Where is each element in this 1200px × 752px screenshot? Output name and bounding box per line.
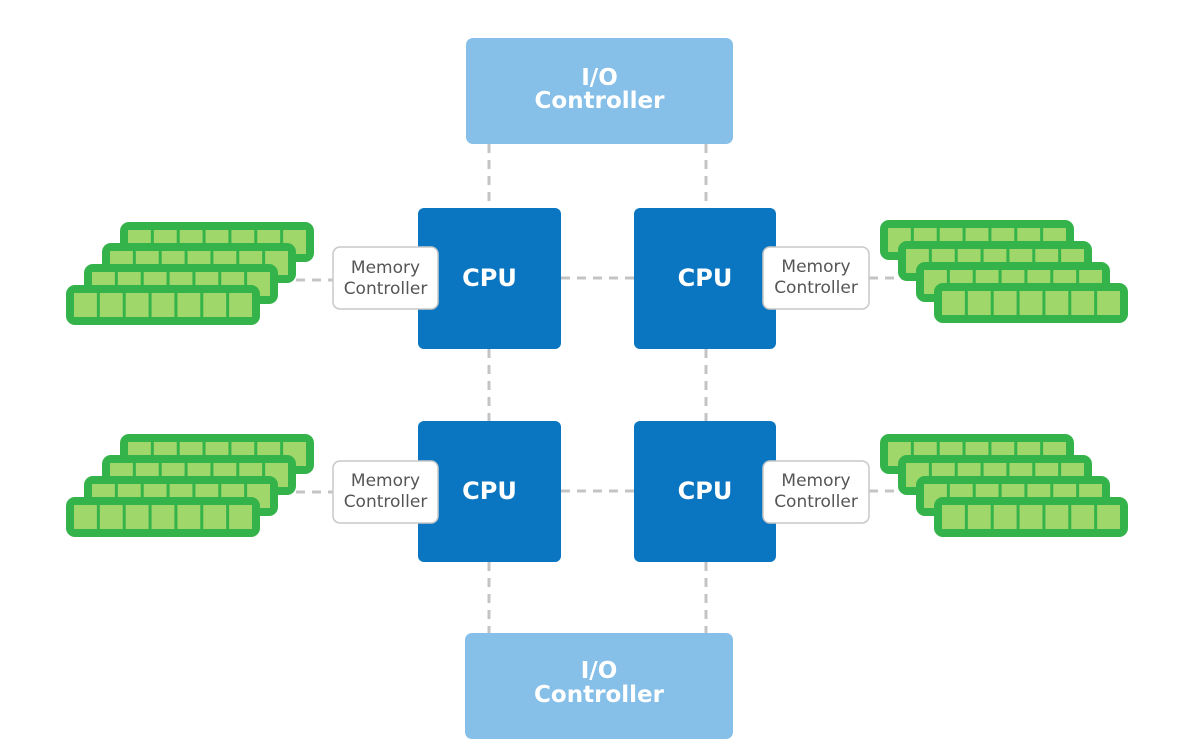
dimm-chip <box>177 505 201 529</box>
dimm-chip <box>993 291 1017 315</box>
dimm-chip <box>99 505 123 529</box>
dimm-module <box>66 497 260 537</box>
dimm-chip <box>74 293 97 317</box>
cpu-bottom-left: CPU <box>418 421 561 562</box>
dimm-chip <box>151 505 175 529</box>
dimm-module <box>934 497 1128 537</box>
memory-controller-bottom-right-line2: Controller <box>774 492 858 512</box>
dimm-chip <box>177 293 201 317</box>
dimm-chip <box>125 293 149 317</box>
io-controller-bottom: I/O Controller <box>465 633 733 739</box>
dimm-chip <box>229 293 252 317</box>
memory-controller-top-right-line2: Controller <box>774 278 858 298</box>
cpu-top-right-label: CPU <box>678 264 733 292</box>
cpu-top-right: CPU <box>634 208 776 349</box>
dimm-module <box>934 283 1128 323</box>
cpu-top-left-label: CPU <box>462 264 517 292</box>
dimm-chip <box>942 505 965 529</box>
memory-controller-bottom-right-line1: Memory <box>781 471 850 491</box>
io-controller-top-line2: Controller <box>535 88 666 114</box>
dimm-chip <box>99 293 123 317</box>
memory-controller-top-left: Memory Controller <box>332 246 439 310</box>
dimm-chip <box>1071 505 1095 529</box>
memory-controller-bottom-left: Memory Controller <box>332 460 439 524</box>
memory-controller-bottom-left-line1: Memory <box>351 471 420 491</box>
connectors <box>296 144 906 633</box>
dimm-chip <box>1071 291 1095 315</box>
dimm-chip <box>942 291 965 315</box>
memory-controller-bottom-right: Memory Controller <box>762 460 870 524</box>
io-controller-bottom-line2: Controller <box>534 682 665 708</box>
memory-controller-top-right: Memory Controller <box>762 246 870 310</box>
dimm-chip <box>967 291 991 315</box>
dimm-chip <box>1045 505 1069 529</box>
dimm-chip <box>1097 291 1120 315</box>
dimm-chip <box>74 505 97 529</box>
cpu-bottom-left-label: CPU <box>462 477 517 505</box>
cpu-bottom-right: CPU <box>634 421 776 562</box>
dimm-chip <box>1045 291 1069 315</box>
dimm-chip <box>203 293 227 317</box>
dimm-chip <box>229 505 252 529</box>
dimm-chip <box>967 505 991 529</box>
cpu-top-left: CPU <box>418 208 561 349</box>
memory-controller-top-right-line1: Memory <box>781 257 850 277</box>
io-controller-bottom-line1: I/O <box>581 658 618 684</box>
memory-controller-top-left-line1: Memory <box>351 258 420 278</box>
memory-controller-bottom-left-line2: Controller <box>344 492 428 512</box>
dimm-chip <box>203 505 227 529</box>
dimm-chip <box>1019 291 1043 315</box>
memory-controller-top-left-line2: Controller <box>344 279 428 299</box>
cpu-bottom-right-label: CPU <box>678 477 733 505</box>
io-controller-top: I/O Controller <box>466 38 733 144</box>
memory-bank-top-left <box>66 222 314 325</box>
memory-bank-top-right <box>880 220 1128 323</box>
io-controller-top-line1: I/O <box>581 65 618 91</box>
dimm-chip <box>1019 505 1043 529</box>
memory-bank-bottom-left <box>66 434 314 537</box>
memory-bank-bottom-right <box>880 434 1128 537</box>
dimm-chip <box>993 505 1017 529</box>
dimm-chip <box>1097 505 1120 529</box>
dimm-chip <box>151 293 175 317</box>
dimm-module <box>66 285 260 325</box>
dimm-chip <box>125 505 149 529</box>
